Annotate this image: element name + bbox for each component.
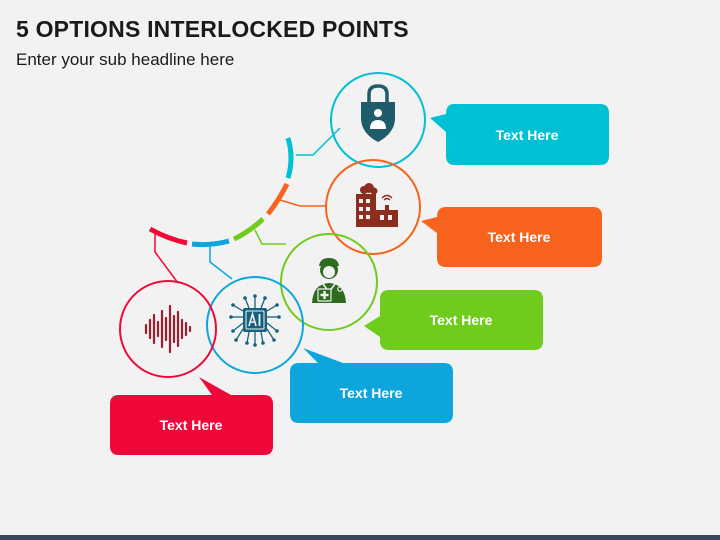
shield-lock-icon — [361, 84, 395, 142]
bubble-2: Text Here — [421, 207, 602, 267]
page-title: 5 OPTIONS INTERLOCKED POINTS — [16, 16, 409, 42]
arc-segment-orange — [266, 182, 290, 216]
sound-wave-icon — [144, 304, 192, 354]
arc-segment-green — [232, 217, 265, 242]
circle-3 — [280, 233, 378, 331]
bubble-5: Text Here — [110, 377, 273, 455]
circle-4 — [206, 276, 304, 374]
circle-5 — [119, 280, 217, 378]
connector-5 — [154, 232, 179, 284]
factory-icon — [356, 183, 398, 227]
bubble-3-label: Text Here — [430, 312, 493, 328]
circle-2 — [325, 159, 421, 255]
circle-1 — [330, 72, 426, 168]
bubble-4-label: Text Here — [340, 385, 403, 401]
connector-4 — [209, 244, 233, 280]
arc-segment-cyan — [285, 137, 294, 179]
ai-chip-icon — [229, 294, 281, 347]
curved-arc — [148, 137, 294, 248]
bubble-4: Text Here — [290, 348, 453, 423]
doctor-icon — [312, 258, 346, 303]
connector-3 — [254, 229, 286, 245]
bubble-1: Text Here — [430, 104, 609, 165]
connector-2 — [279, 199, 327, 207]
bubble-2-label: Text Here — [488, 229, 551, 245]
bubble-1-label: Text Here — [496, 127, 559, 143]
bottom-bar — [0, 535, 720, 540]
bubble-3: Text Here — [364, 290, 543, 350]
bubble-5-label: Text Here — [160, 417, 223, 433]
arc-segment-red — [148, 226, 188, 246]
circles — [119, 72, 426, 378]
connector-lines — [154, 127, 341, 284]
page-subtitle: Enter your sub headline here — [16, 50, 235, 69]
connector-1 — [296, 127, 341, 156]
